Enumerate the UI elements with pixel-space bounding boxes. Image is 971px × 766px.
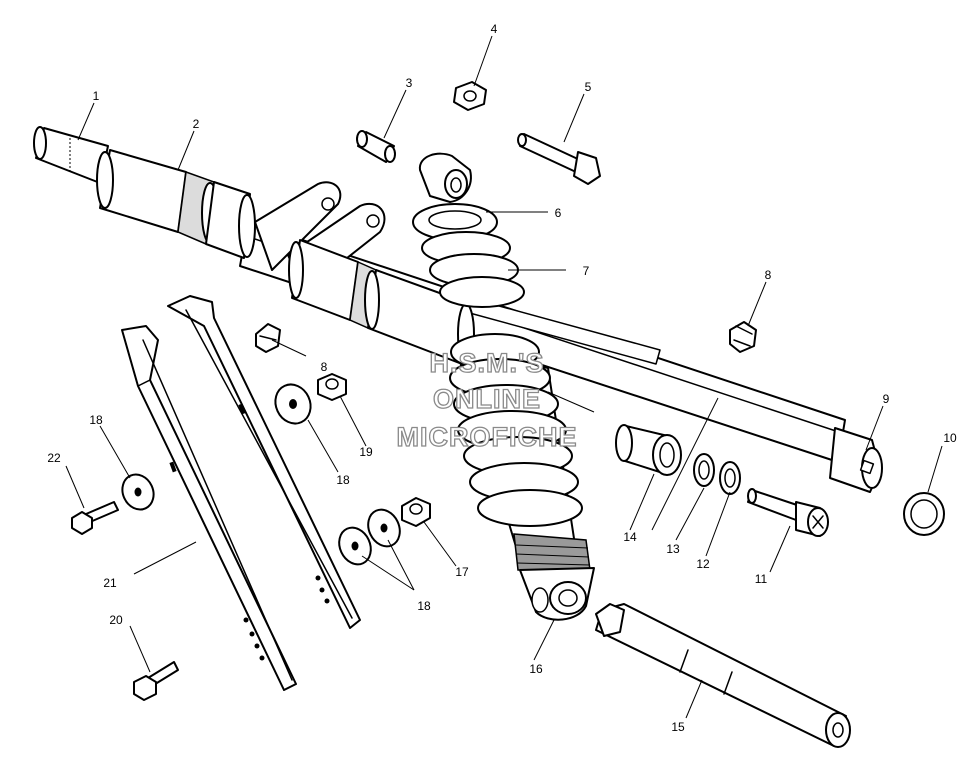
watermark-line-3: MICROFICHE	[397, 422, 578, 452]
callout-2: 2	[193, 117, 200, 131]
part-11-shoulder-bolt	[747, 488, 829, 537]
callout-13: 13	[666, 542, 680, 556]
callout-12: 12	[696, 557, 710, 571]
part-18-washer-left	[121, 473, 155, 511]
shaft-bracket	[254, 181, 475, 365]
part-13-washer	[693, 453, 715, 487]
callout-7: 7	[583, 264, 590, 278]
callout-6: 6	[555, 206, 562, 220]
part-8-grease-fitting-left	[255, 323, 281, 353]
leader-lines	[65, 35, 943, 719]
part-4-nut	[453, 81, 487, 111]
watermark-line-1: H.S.M.'S	[430, 348, 545, 378]
part-15-axle	[595, 603, 851, 748]
part-10-ring	[903, 492, 945, 536]
callout-20: 20	[109, 613, 123, 627]
slide-rail-right	[167, 295, 361, 629]
callout-8-left: 8	[321, 360, 328, 374]
callout-17: 17	[455, 565, 469, 579]
callout-18-lower: 18	[417, 599, 431, 613]
part-16-shock-absorber	[412, 152, 595, 621]
callout-5: 5	[585, 80, 592, 94]
part-1-tube	[33, 126, 109, 184]
part-3-sleeve	[356, 130, 396, 163]
callout-18-left: 18	[89, 413, 103, 427]
part-14-bushing	[615, 424, 682, 476]
callout-3: 3	[406, 76, 413, 90]
callout-21: 21	[103, 576, 117, 590]
callout-11: 11	[755, 572, 768, 586]
part-18-washer-lower-b	[367, 508, 401, 548]
callout-10: 10	[943, 431, 957, 445]
part-18-washer-upper	[274, 383, 312, 425]
callout-22: 22	[47, 451, 61, 465]
callout-9: 9	[883, 392, 890, 406]
part-12-washer	[719, 461, 741, 495]
watermark-line-2: ONLINE	[433, 384, 541, 414]
part-22-bolt	[71, 501, 119, 535]
callout-15: 15	[671, 720, 685, 734]
watermark: H.S.M.'S ONLINE MICROFICHE	[396, 347, 578, 452]
callout-8-right: 8	[765, 268, 772, 282]
part-8-grease-fitting-right	[729, 321, 757, 353]
part-17-nut	[401, 497, 431, 527]
callout-labels: 1 2 3 4 5 6 7 8 8 9 10 11 12 13 14 15 16…	[47, 22, 957, 734]
callout-1: 1	[93, 89, 100, 103]
part-19-nut	[317, 373, 347, 401]
part-20-bolt	[133, 661, 179, 701]
callout-19: 19	[359, 445, 373, 459]
callout-14: 14	[623, 530, 637, 544]
part-21-slide-rail-left	[121, 325, 297, 691]
callout-16: 16	[529, 662, 543, 676]
callout-18-upper: 18	[336, 473, 350, 487]
part-5-bolt	[517, 133, 601, 185]
callout-4: 4	[491, 22, 498, 36]
part-2-tube	[96, 149, 256, 259]
part-18-washer-lower-a	[338, 526, 372, 566]
